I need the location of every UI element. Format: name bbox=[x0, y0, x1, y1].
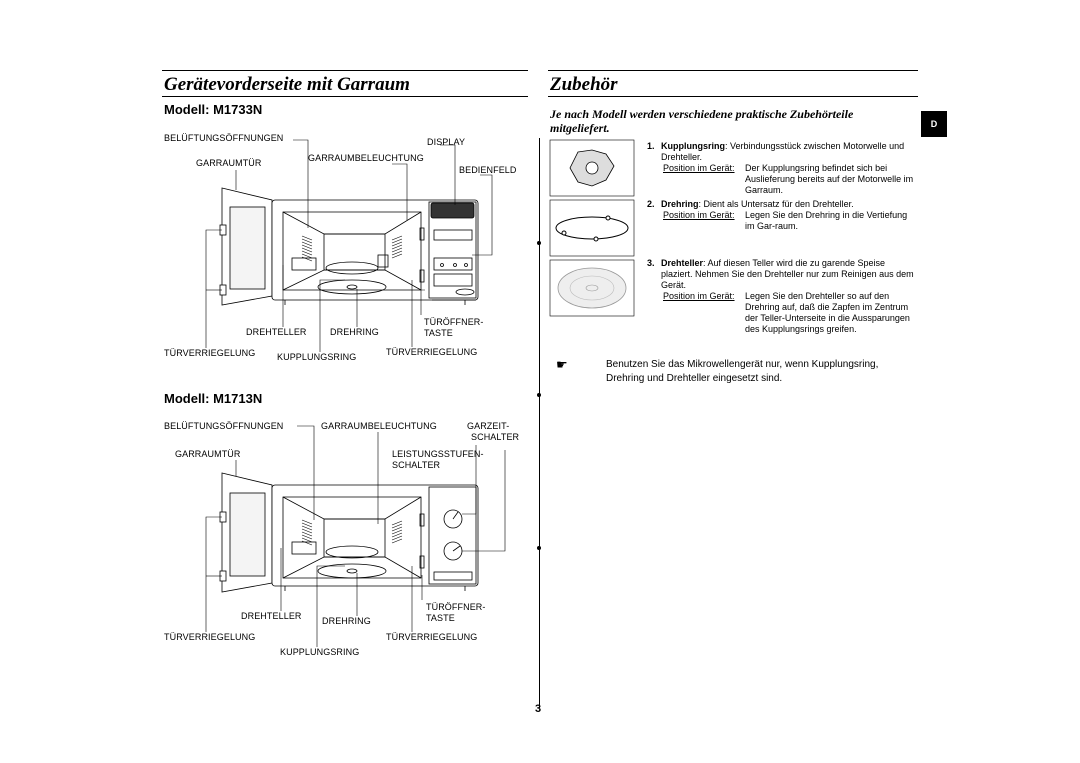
turntable-image bbox=[549, 259, 635, 317]
divider-dot bbox=[537, 393, 541, 397]
item-3-number: 3. bbox=[647, 258, 655, 268]
label-ring-2: DREHRING bbox=[322, 616, 371, 626]
label-turntable-2: DREHTELLER bbox=[241, 611, 302, 621]
label-timer-2b: SCHALTER bbox=[471, 432, 520, 442]
coupler-image bbox=[549, 139, 635, 197]
model-1-heading: Modell: M1733N bbox=[164, 102, 263, 117]
divider-dot bbox=[537, 241, 541, 245]
roller-ring-image bbox=[549, 199, 635, 257]
label-vents-1: BELÜFTUNGSÖFFNUNGEN bbox=[164, 133, 284, 143]
item-3-name: Drehteller bbox=[661, 258, 704, 268]
label-latch-left-2: TÜRVERRIEGELUNG bbox=[164, 632, 256, 642]
label-timer-2a: GARZEIT- bbox=[467, 421, 510, 431]
label-display-1: DISPLAY bbox=[427, 137, 466, 147]
label-door-button-1a: TÜRÖFFNER- bbox=[424, 317, 484, 327]
label-ring-1: DREHRING bbox=[330, 327, 379, 337]
column-divider bbox=[539, 138, 540, 708]
label-panel-1: BEDIENFELD bbox=[459, 165, 517, 175]
label-door-button-2b: TASTE bbox=[426, 613, 455, 623]
item-3-position-text: Legen Sie den Drehteller so auf den Dreh… bbox=[745, 291, 910, 334]
note-text: Benutzen Sie das Mikrowellengerät nur, w… bbox=[606, 359, 879, 384]
divider-dot bbox=[537, 546, 541, 550]
label-coupler-1: KUPPLUNGSRING bbox=[277, 352, 357, 362]
right-top-rule bbox=[548, 70, 918, 71]
item-1-name: Kupplungsring bbox=[661, 141, 725, 151]
left-section-title: Gerätevorderseite mit Garraum bbox=[164, 74, 410, 95]
label-power-2b: SCHALTER bbox=[392, 460, 441, 470]
label-door-button-2a: TÜRÖFFNER- bbox=[426, 602, 486, 612]
item-1-position-label: Position im Gerät: bbox=[663, 163, 735, 173]
label-light-2: GARRAUMBELEUCHTUNG bbox=[321, 421, 437, 431]
label-turntable-1: DREHTELLER bbox=[246, 327, 307, 337]
model-2-heading: Modell: M1713N bbox=[164, 391, 263, 406]
item-2-position-text: Legen Sie den Drehring in die Vertiefung… bbox=[745, 210, 908, 231]
item-1-position-text: Der Kupplungsring befindet sich bei Ausl… bbox=[745, 163, 914, 195]
item-2-number: 2. bbox=[647, 199, 655, 209]
label-coupler-2: KUPPLUNGSRING bbox=[280, 647, 360, 657]
label-door-button-1b: TASTE bbox=[424, 328, 453, 338]
intro-text: Je nach Modell werden verschiedene prakt… bbox=[550, 107, 854, 135]
item-2-desc: : Dient als Untersatz für den Drehteller… bbox=[698, 199, 854, 209]
label-latch-right-2: TÜRVERRIEGELUNG bbox=[386, 632, 478, 642]
item-3-position-label: Position im Gerät: bbox=[663, 291, 735, 301]
right-title-rule bbox=[548, 96, 918, 97]
label-door-2: GARRAUMTÜR bbox=[175, 449, 241, 459]
label-latch-left-1: TÜRVERRIEGELUNG bbox=[164, 348, 256, 358]
language-tab: D bbox=[921, 111, 947, 137]
accessory-item-3: 3. Drehteller: Auf diesen Teller wird di… bbox=[647, 258, 917, 335]
item-2-name: Drehring bbox=[661, 199, 699, 209]
accessory-item-1: 1. Kupplungsring: Verbindungsstück zwisc… bbox=[647, 141, 917, 196]
item-3-desc: : Auf diesen Teller wird die zu garende … bbox=[661, 258, 914, 290]
item-2-position-label: Position im Gerät: bbox=[663, 210, 735, 220]
accessory-item-2: 2. Drehring: Dient als Untersatz für den… bbox=[647, 199, 917, 232]
item-1-number: 1. bbox=[647, 141, 655, 151]
label-power-2a: LEISTUNGSSTUFEN- bbox=[392, 449, 484, 459]
page-number: 3 bbox=[535, 703, 542, 715]
right-section-title: Zubehör bbox=[550, 74, 618, 95]
label-door-1: GARRAUMTÜR bbox=[196, 158, 262, 168]
label-vents-2: BELÜFTUNGSÖFFNUNGEN bbox=[164, 421, 284, 431]
item-1-desc: : Verbindungsstück zwischen Motorwelle u… bbox=[661, 141, 905, 162]
left-title-rule bbox=[162, 96, 528, 97]
label-light-1: GARRAUMBELEUCHTUNG bbox=[308, 153, 424, 163]
label-latch-right-1: TÜRVERRIEGELUNG bbox=[386, 347, 478, 357]
left-top-rule bbox=[162, 70, 528, 71]
pointing-hand-icon: ☛ bbox=[556, 357, 568, 372]
